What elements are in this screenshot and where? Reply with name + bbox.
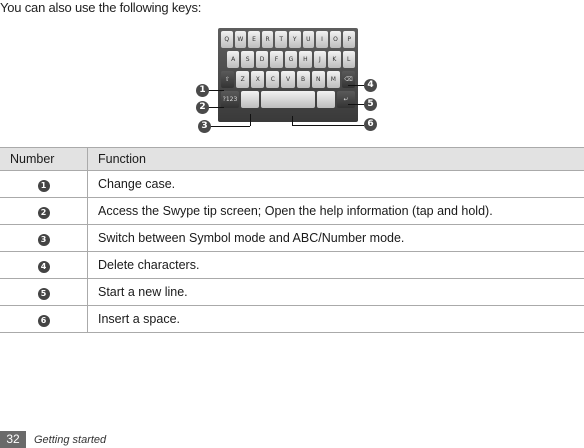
number-badge: 2	[37, 206, 50, 219]
keyboard-figure: Q W E R T Y U I O P A S D F G H J K L ⇧ …	[196, 28, 388, 138]
callout-marker-3: 3	[198, 120, 211, 133]
key: P	[343, 31, 355, 48]
key: O	[329, 31, 342, 48]
page-number: 32	[0, 431, 26, 448]
table-row: 3 Switch between Symbol mode and ABC/Num…	[0, 224, 584, 252]
key: X	[251, 71, 265, 88]
callout-marker-2: 2	[196, 101, 209, 114]
callout-marker-5: 5	[364, 98, 377, 111]
number-badge: 3	[37, 233, 50, 246]
key: G	[284, 51, 298, 68]
keys-table: Number Function 1 Change case. 2 Access …	[0, 147, 584, 333]
number-badge: 5	[37, 287, 50, 300]
key: W	[234, 31, 247, 48]
key: H	[299, 51, 312, 68]
callout-line	[292, 125, 364, 126]
callout-marker-6: 6	[364, 118, 377, 131]
keyboard-row-3: ⇧ Z X C V B N M ⌫	[221, 71, 355, 88]
table-row: 5 Start a new line.	[0, 278, 584, 306]
page-footer: 32 Getting started	[0, 431, 106, 448]
table-row: 6 Insert a space.	[0, 305, 584, 333]
intro-text: You can also use the following keys:	[0, 0, 202, 15]
function-cell: Switch between Symbol mode and ABC/Numbe…	[87, 224, 584, 252]
key: S	[241, 51, 254, 68]
key: C	[266, 71, 280, 88]
function-cell: Start a new line.	[87, 278, 584, 306]
callout-marker-1: 1	[196, 84, 209, 97]
keyboard-row-1: Q W E R T Y U I O P	[221, 31, 355, 48]
delete-key: ⌫	[341, 71, 355, 88]
key: T	[275, 31, 287, 48]
number-badge: 4	[37, 260, 50, 273]
space-key	[261, 91, 315, 108]
table-row: 1 Change case.	[0, 170, 584, 198]
number-badge: 1	[37, 179, 50, 192]
key: K	[328, 51, 341, 68]
table-row: 2 Access the Swype tip screen; Open the …	[0, 197, 584, 225]
key: Y	[288, 31, 301, 48]
enter-key: ↵	[337, 91, 355, 108]
key: N	[311, 71, 325, 88]
key: D	[255, 51, 269, 68]
key: Q	[221, 31, 233, 48]
key	[241, 91, 259, 108]
header-number: Number	[0, 147, 88, 171]
callout-marker-4: 4	[364, 79, 377, 92]
callout-line	[208, 107, 224, 108]
callout-line	[250, 114, 251, 126]
function-cell: Insert a space.	[87, 305, 584, 333]
key: B	[296, 71, 310, 88]
callout-line	[348, 104, 364, 105]
keyboard-row-4: ?123 ↵	[221, 91, 355, 108]
function-cell: Delete characters.	[87, 251, 584, 279]
section-title: Getting started	[34, 433, 107, 446]
shift-key: ⇧	[221, 71, 235, 88]
number-badge: 6	[37, 314, 50, 327]
key: F	[270, 51, 283, 68]
key: I	[316, 31, 328, 48]
table-header-row: Number Function	[0, 147, 584, 171]
key: V	[281, 71, 295, 88]
key: U	[302, 31, 315, 48]
table-row: 4 Delete characters.	[0, 251, 584, 279]
function-cell: Access the Swype tip screen; Open the he…	[87, 197, 584, 225]
key	[317, 91, 335, 108]
callout-line	[348, 85, 364, 86]
key: A	[227, 51, 240, 68]
key: L	[342, 51, 355, 68]
callout-line	[208, 90, 224, 91]
key: M	[326, 71, 340, 88]
key: J	[313, 51, 327, 68]
keyboard-row-2: A S D F G H J K L	[221, 51, 355, 68]
key: R	[261, 31, 274, 48]
callout-line	[292, 116, 293, 125]
key: Z	[236, 71, 250, 88]
callout-line	[210, 126, 250, 127]
keyboard-image: Q W E R T Y U I O P A S D F G H J K L ⇧ …	[218, 28, 358, 122]
header-function: Function	[87, 147, 584, 171]
function-cell: Change case.	[87, 170, 584, 198]
key: E	[248, 31, 260, 48]
symbol-key: ?123	[221, 91, 239, 108]
